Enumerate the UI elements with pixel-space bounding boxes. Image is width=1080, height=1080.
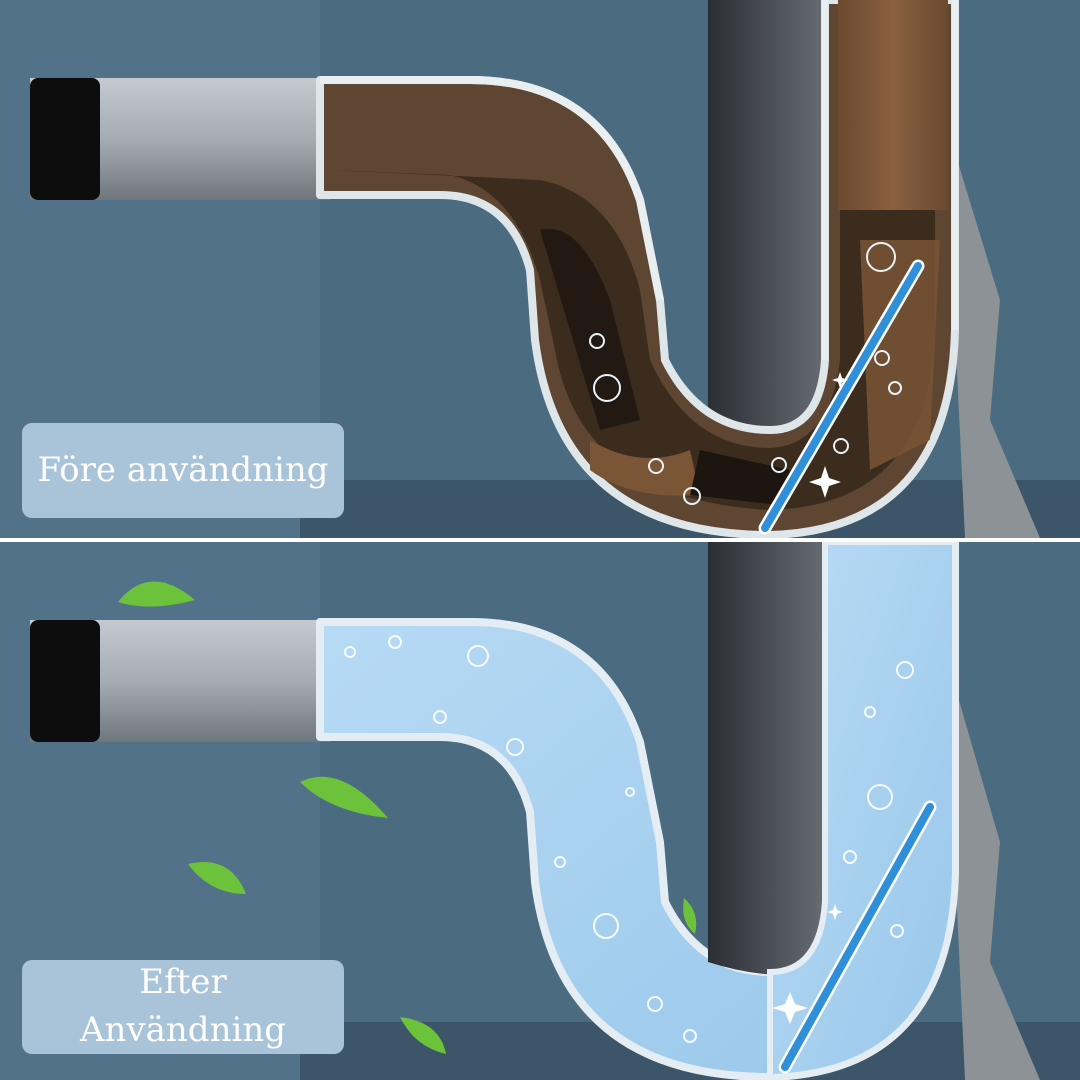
cleaning-stick-icon bbox=[781, 803, 934, 1071]
bubble-icon bbox=[344, 635, 914, 1043]
bubble-icon bbox=[589, 242, 902, 505]
sparkle-icon bbox=[772, 904, 843, 1024]
clogged-pipe-illustration bbox=[0, 0, 1080, 538]
cleaning-stick-icon bbox=[761, 262, 922, 532]
after-panel: Efter Användning bbox=[0, 542, 1080, 1080]
sparkle-icon bbox=[809, 372, 848, 498]
before-usage-label: Före användning bbox=[22, 423, 344, 518]
leaf-icon bbox=[118, 581, 697, 1054]
before-panel: Före användning bbox=[0, 0, 1080, 538]
after-usage-label: Efter Användning bbox=[22, 960, 344, 1054]
panel-divider bbox=[0, 538, 1080, 542]
